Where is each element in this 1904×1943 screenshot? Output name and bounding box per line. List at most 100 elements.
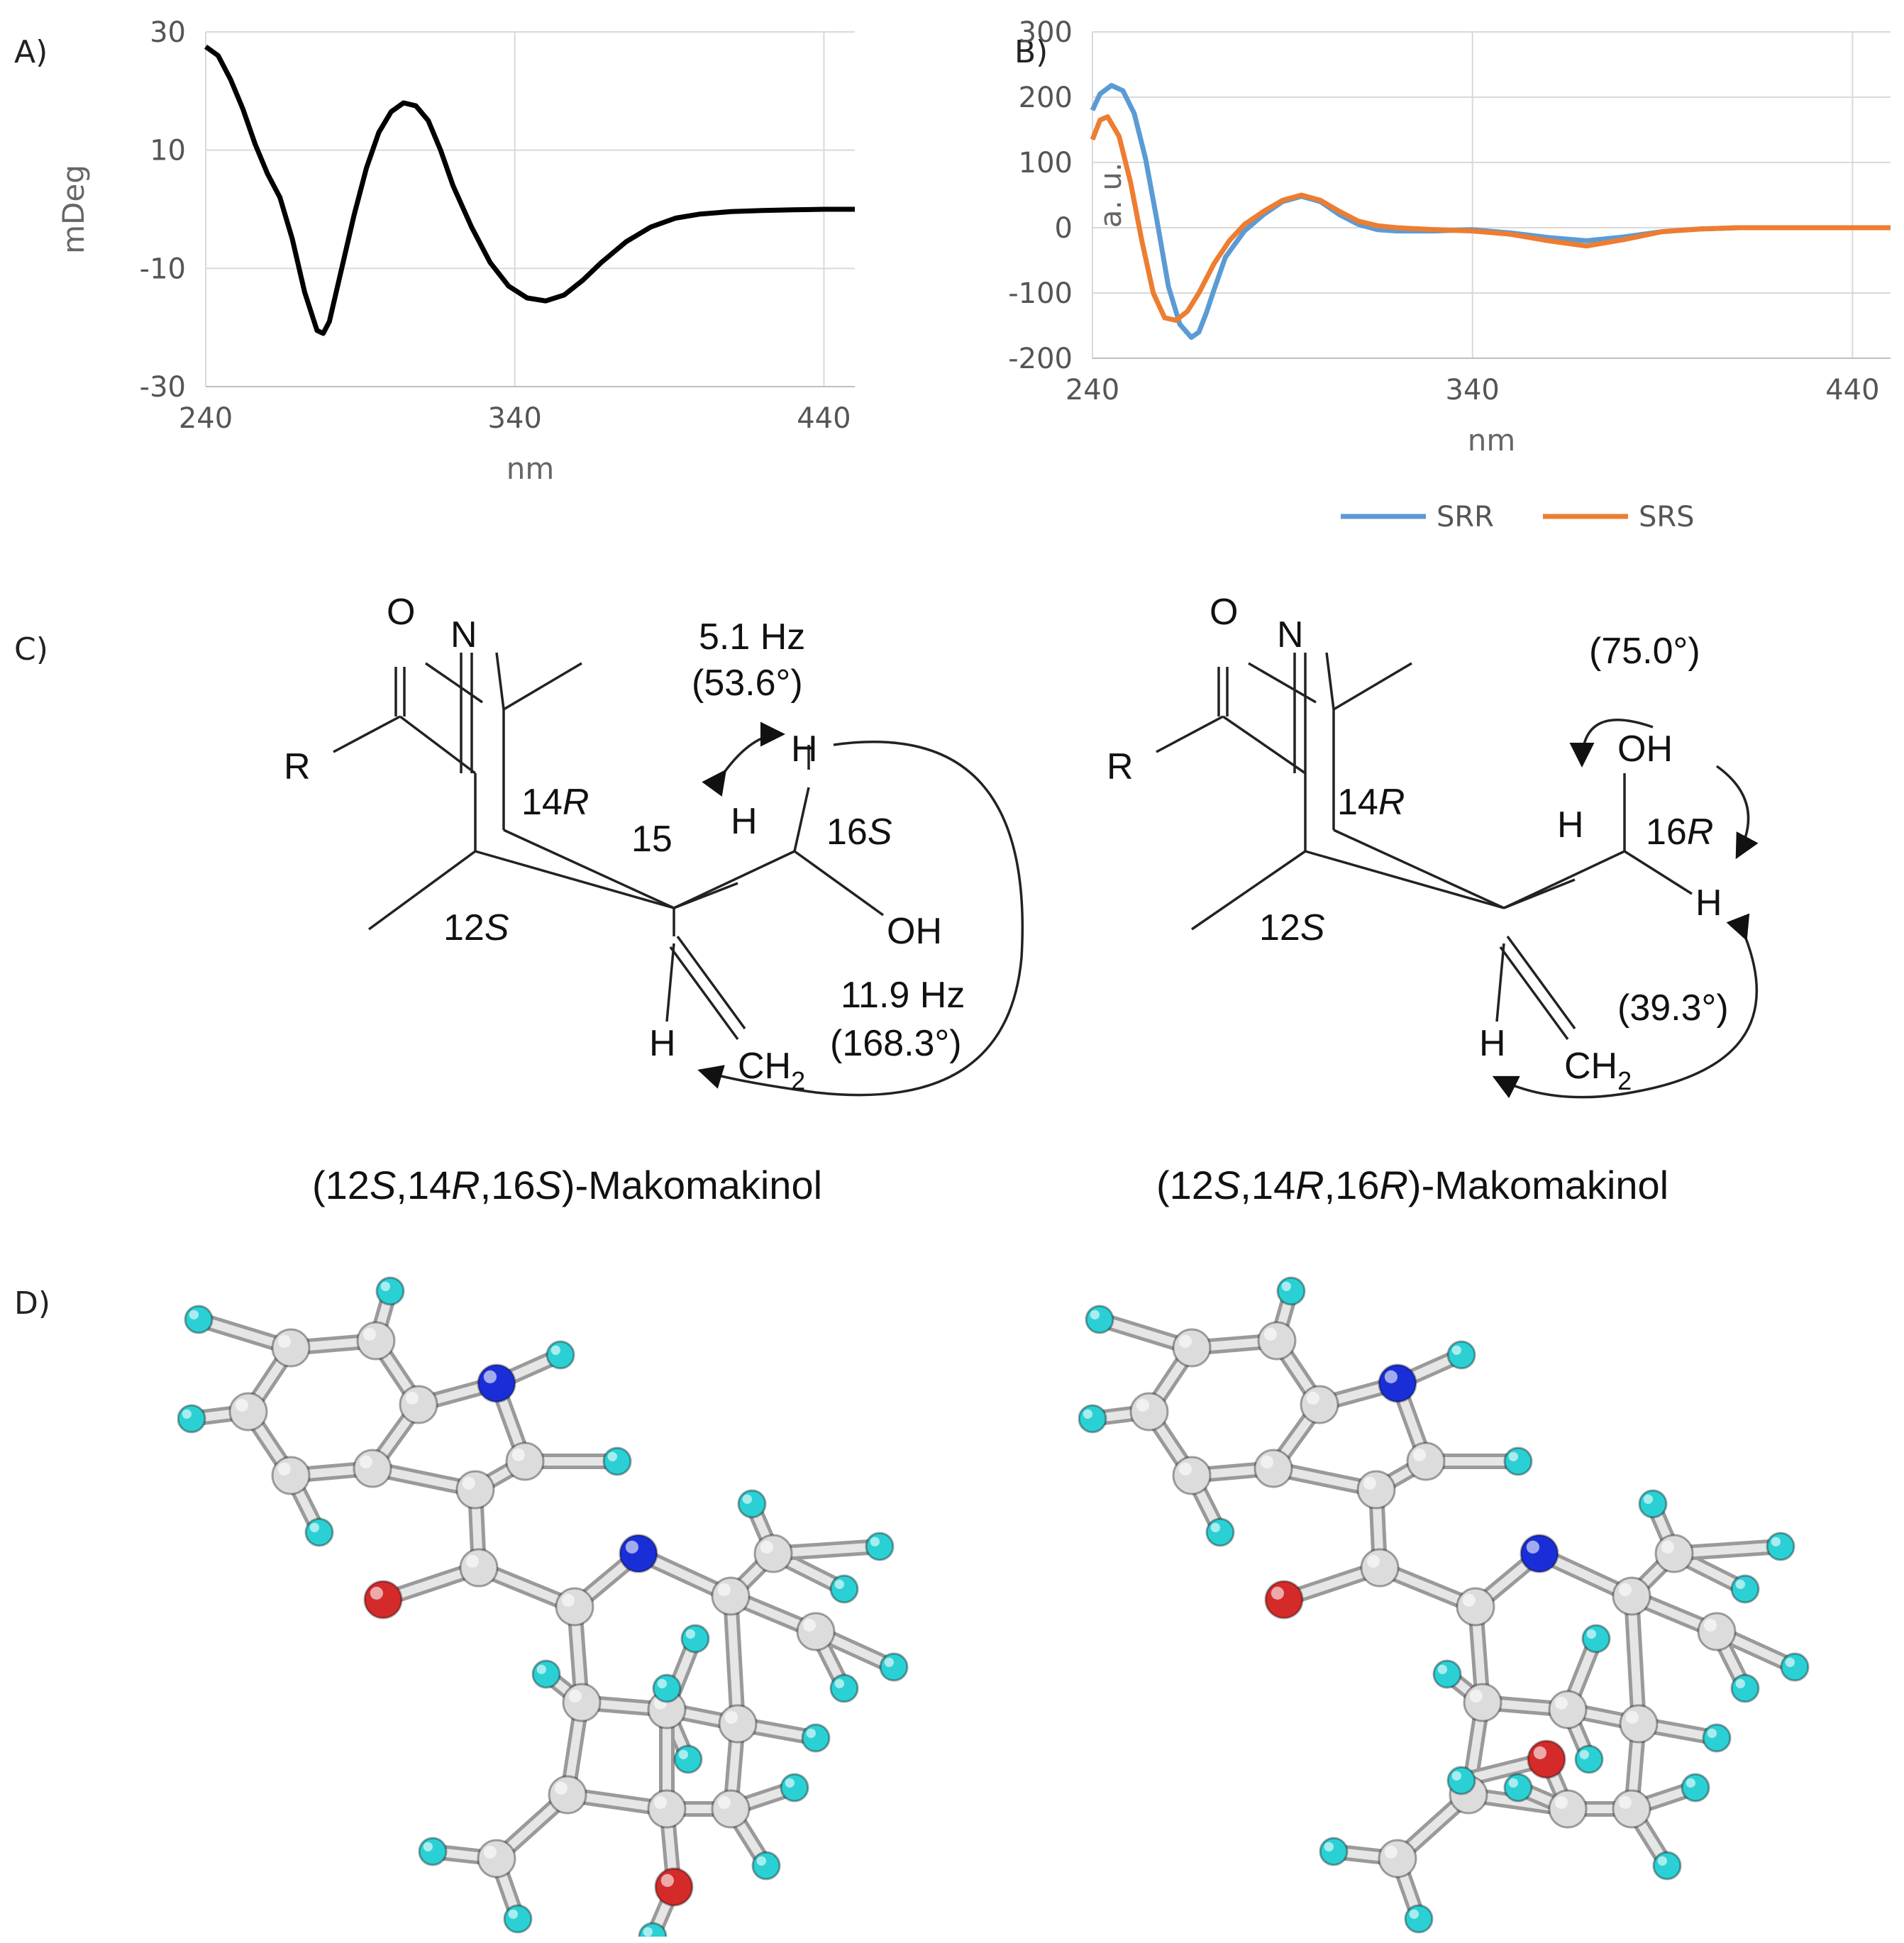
atom-shine — [884, 1657, 894, 1667]
atom-h-low: H — [649, 1023, 676, 1064]
atom-shine — [483, 1370, 497, 1383]
atom-r: R — [1107, 746, 1134, 787]
atom-H — [673, 1744, 703, 1774]
atom-H — [1085, 1305, 1114, 1334]
atom-shine — [1451, 1771, 1461, 1781]
label-14r: 14R — [1337, 782, 1405, 823]
atom-shine — [1686, 1778, 1695, 1788]
atom-shine — [550, 1345, 560, 1355]
atom-shine — [1090, 1310, 1100, 1319]
atom-o: O — [1210, 592, 1238, 633]
atom-shine — [554, 1781, 568, 1795]
atom-C — [505, 1441, 545, 1481]
atom-H — [177, 1404, 206, 1434]
atom-C — [1612, 1576, 1651, 1616]
atom-h-mid: H — [731, 801, 758, 842]
atom-C — [548, 1775, 587, 1815]
atom-C — [271, 1456, 311, 1495]
atom-shine — [235, 1398, 248, 1412]
atom-C — [1456, 1587, 1495, 1627]
atom-shine — [359, 1455, 372, 1468]
atom-H — [652, 1673, 682, 1703]
atom-shine — [1412, 1448, 1426, 1461]
atom-C — [1360, 1548, 1400, 1588]
atom-shine — [189, 1310, 199, 1319]
atom-C — [1300, 1385, 1339, 1424]
atom-n: N — [1277, 614, 1304, 655]
atom-shine — [1178, 1334, 1192, 1348]
atom-N — [1520, 1534, 1559, 1573]
atom-C — [1654, 1534, 1694, 1573]
atom-C — [1548, 1690, 1588, 1729]
atom-C — [562, 1683, 602, 1722]
atom-C — [1406, 1441, 1446, 1481]
atom-H — [680, 1624, 710, 1654]
atom-C — [1378, 1839, 1417, 1878]
legend-label-SRS: SRS — [1639, 501, 1695, 533]
atom-ch2: CH2 — [738, 1046, 805, 1095]
atom-shine — [1271, 1586, 1284, 1600]
atom-shine — [423, 1842, 433, 1851]
atom-shine — [685, 1629, 695, 1639]
atom-H — [865, 1532, 895, 1561]
structure-left — [333, 652, 1024, 1097]
atom-shine — [1771, 1537, 1781, 1546]
atom-H — [737, 1489, 767, 1519]
structure-left-text: O N R H H OH H CH2 12S 14R 15 16S 5.1 Hz… — [284, 592, 965, 1207]
atom-H — [1276, 1276, 1306, 1306]
structure-right-text: O N R OH H H H CH2 12S 14R 16R (75.0°) (… — [1107, 592, 1729, 1207]
atom-shine — [182, 1409, 192, 1419]
atom-shine — [1437, 1664, 1447, 1674]
atom-H — [1503, 1446, 1533, 1476]
atom-shine — [1735, 1678, 1745, 1688]
x-tick-label: 240 — [179, 402, 233, 435]
atom-C — [753, 1534, 793, 1573]
series-line-0 — [204, 44, 855, 336]
atom-C — [1619, 1704, 1659, 1744]
coupling-j1: 5.1 Hz — [699, 616, 805, 658]
atom-o: O — [387, 592, 415, 633]
atom-shine — [465, 1554, 479, 1568]
atom-H — [1730, 1574, 1760, 1604]
atom-shine — [568, 1689, 582, 1703]
atom-shine — [785, 1778, 795, 1788]
atom-shine — [1657, 1856, 1667, 1866]
atom-shine — [1554, 1795, 1568, 1809]
atom-shine — [870, 1537, 880, 1546]
atom-shine — [834, 1678, 844, 1688]
atom-shine — [462, 1476, 475, 1490]
atom-shine — [1554, 1696, 1568, 1710]
atom-shine — [1178, 1462, 1192, 1476]
atom-shine — [508, 1909, 518, 1919]
atom-shine — [1210, 1522, 1220, 1532]
atom-shine — [834, 1579, 844, 1589]
x-axis-title: nm — [1468, 423, 1516, 458]
atom-shine — [380, 1281, 390, 1291]
atom-C — [1257, 1321, 1297, 1361]
atom-C — [1697, 1612, 1737, 1651]
atom-H — [1652, 1851, 1682, 1881]
atom-shine — [1263, 1327, 1277, 1341]
atom-shine — [1462, 1593, 1476, 1607]
atom-H — [801, 1723, 831, 1753]
atom-shine — [1306, 1391, 1319, 1405]
atom-C — [1548, 1789, 1588, 1829]
x-axis-title: nm — [507, 451, 555, 486]
atom-shine — [1643, 1494, 1653, 1504]
atom-shine — [370, 1586, 383, 1600]
atom-C — [459, 1548, 499, 1588]
atom-shine — [1533, 1746, 1546, 1759]
atom-O — [1264, 1580, 1304, 1620]
atom-shine — [625, 1540, 639, 1554]
atom-H — [1205, 1517, 1235, 1547]
x-tick-label: 340 — [488, 402, 542, 435]
y-tick-label: 100 — [1019, 147, 1073, 179]
atom-H — [546, 1340, 575, 1370]
atom-shine — [724, 1710, 738, 1724]
coupling-angle2: (168.3°) — [830, 1023, 962, 1064]
atom-oh: OH — [887, 911, 942, 952]
atom-shine — [643, 1927, 653, 1937]
atom-N — [619, 1534, 658, 1573]
atom-H — [1730, 1673, 1760, 1703]
